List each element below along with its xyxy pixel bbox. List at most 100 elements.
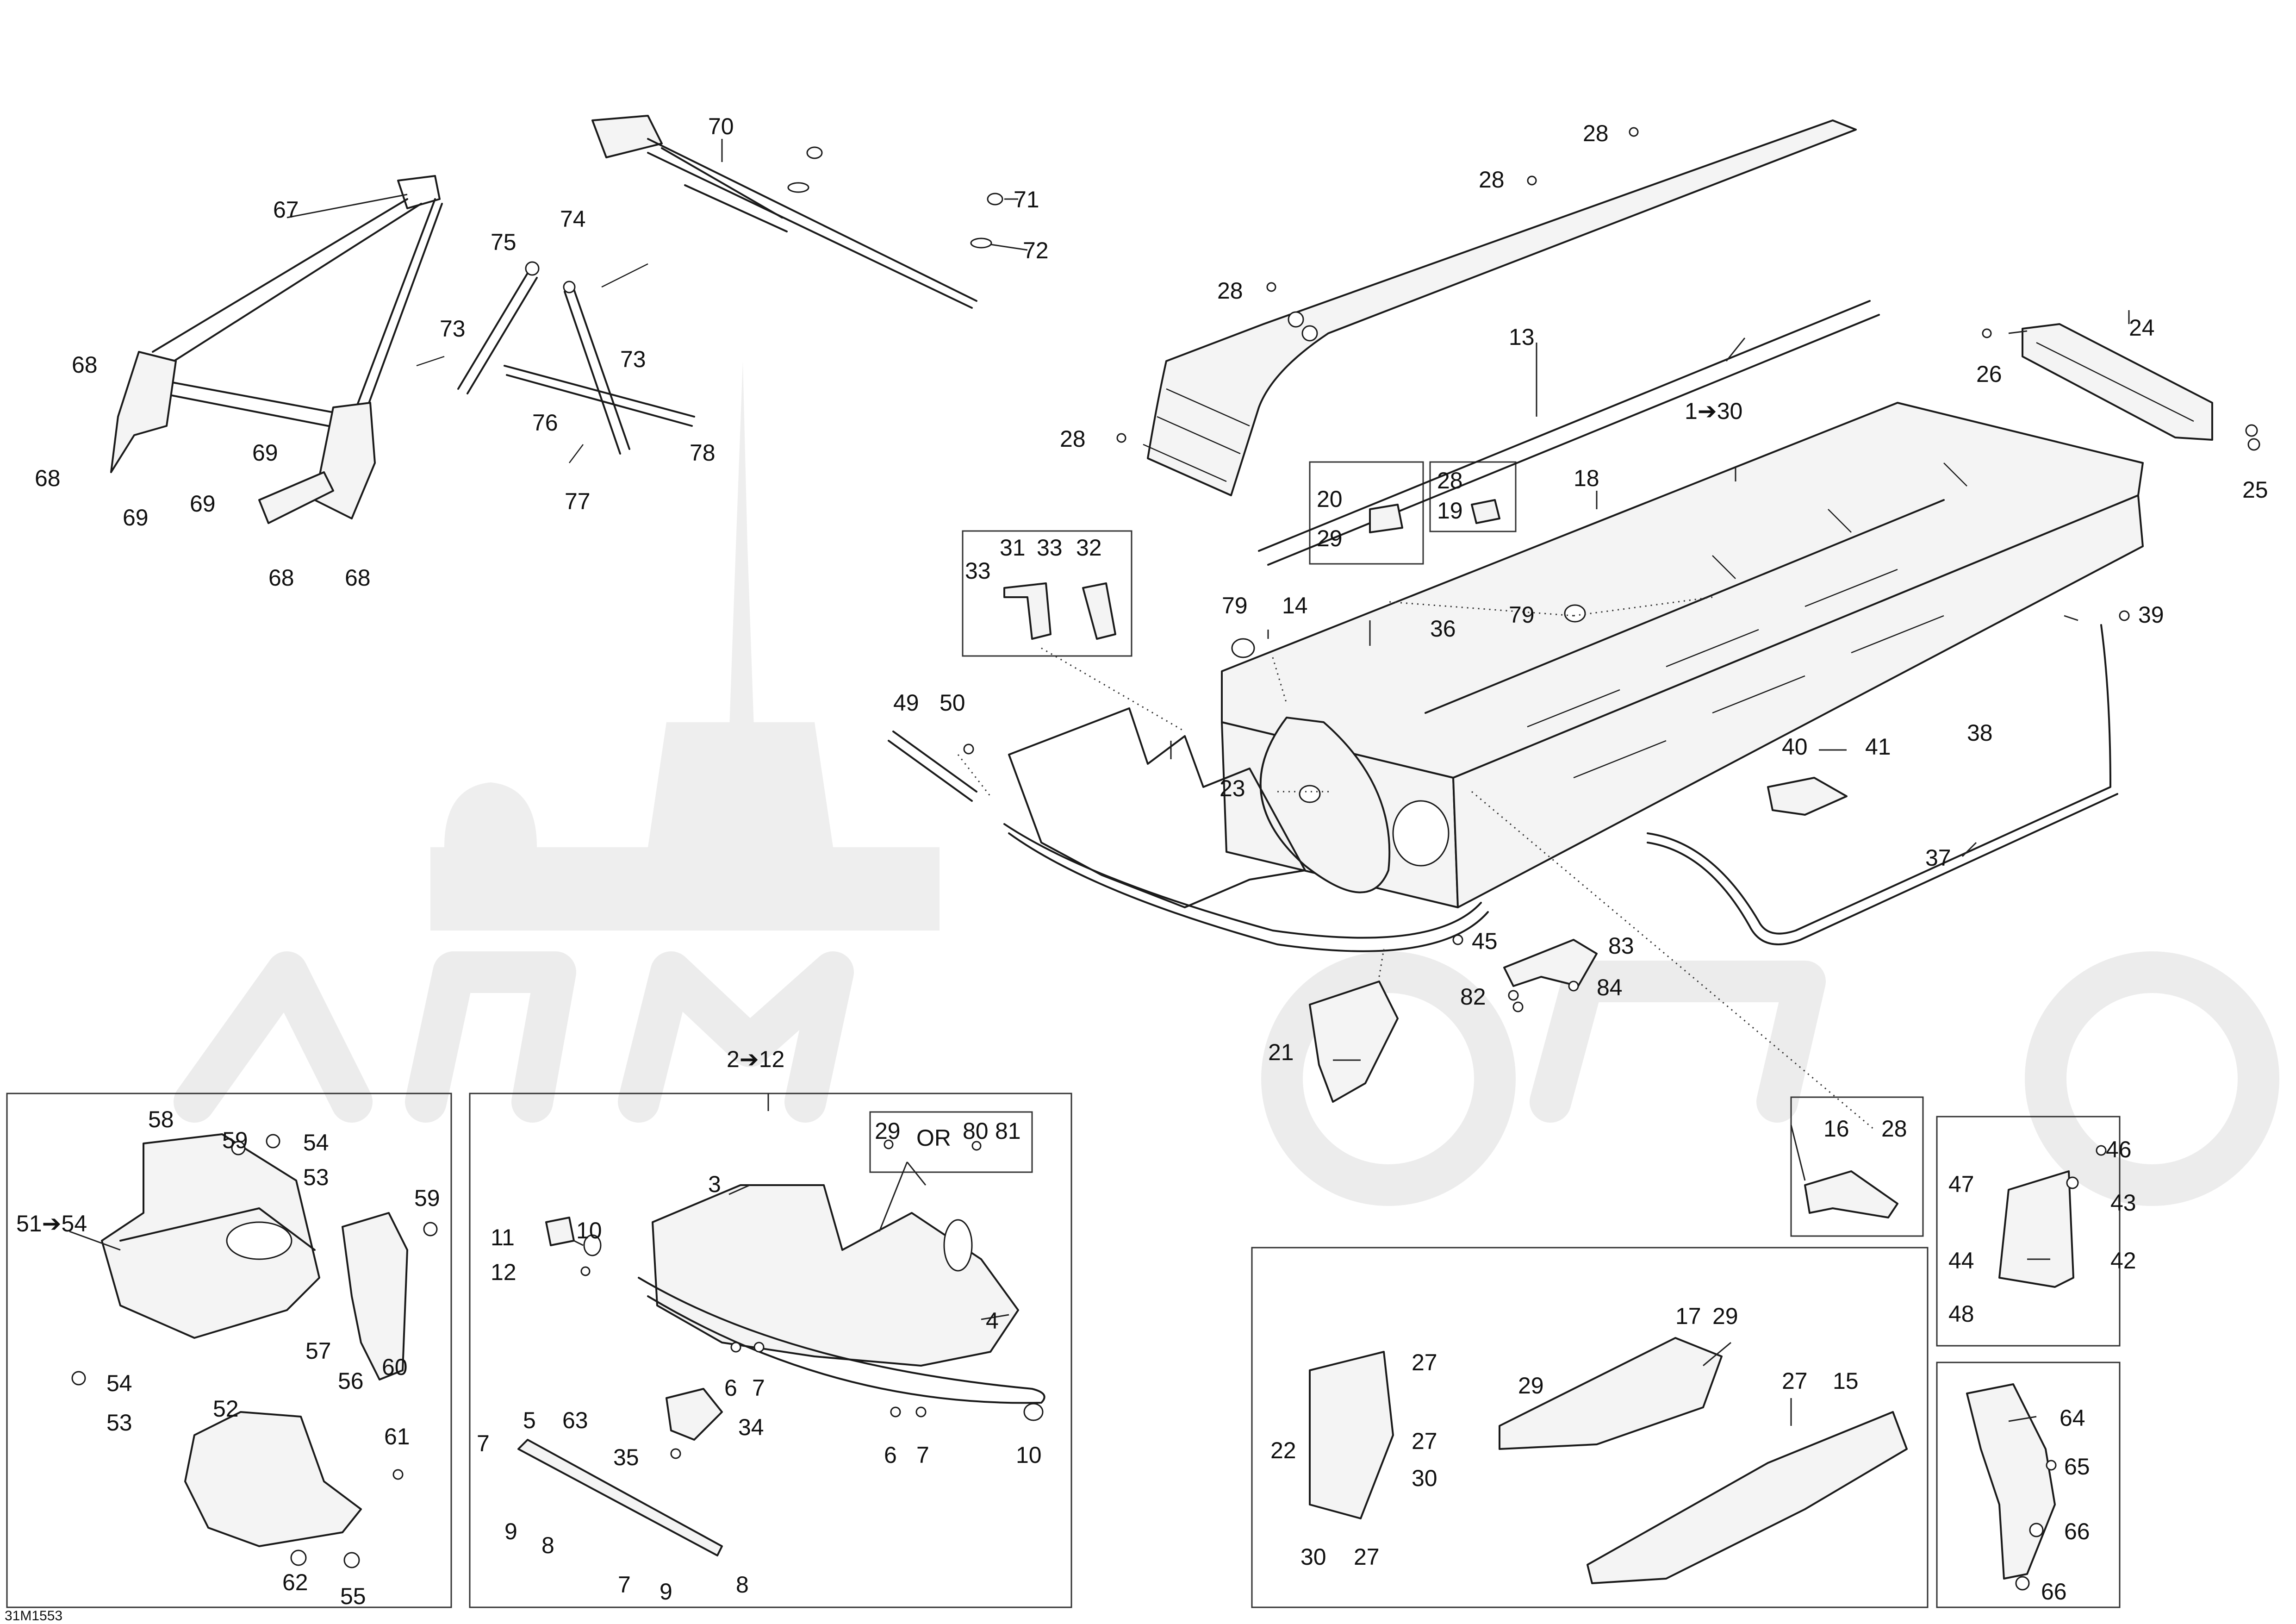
callout-30: 30 <box>1412 1465 1437 1491</box>
callout-29: 29 <box>1317 525 1343 551</box>
callout-78: 78 <box>690 440 716 466</box>
callout-42: 42 <box>2110 1248 2136 1274</box>
callout-2-12: 2➔12 <box>727 1046 784 1072</box>
part-5-rail <box>517 1439 723 1556</box>
part-22-panel <box>1309 1351 1394 1519</box>
callout-60: 60 <box>382 1354 408 1380</box>
callout-27: 27 <box>1354 1544 1380 1570</box>
callout-33: 33 <box>1037 535 1063 561</box>
rear-bumper-bar <box>2022 323 2213 441</box>
callout-35: 35 <box>613 1444 639 1470</box>
callout-66: 66 <box>2064 1518 2090 1544</box>
part-23-plug <box>1299 785 1321 803</box>
callout-8: 8 <box>736 1572 749 1598</box>
callout-82: 82 <box>1460 984 1486 1010</box>
callout-16: 16 <box>1823 1116 1849 1142</box>
callout-9: 9 <box>504 1518 517 1544</box>
tunnel-cover <box>1143 119 1857 496</box>
front-frame-assembly <box>545 1184 1045 1421</box>
box-side-panels <box>1251 1247 1929 1608</box>
callout-70: 70 <box>708 113 734 139</box>
callout-28: 28 <box>1583 120 1609 146</box>
callout-55: 55 <box>340 1583 366 1609</box>
part-17-panel <box>1499 1337 1723 1450</box>
callout-27: 27 <box>1412 1349 1437 1375</box>
callout-34: 34 <box>738 1414 764 1440</box>
part-16-bracket <box>1804 1170 1898 1218</box>
callout-40: 40 <box>1782 734 1808 760</box>
callout-29: 29 <box>1712 1303 1738 1329</box>
callout-49: 49 <box>893 690 919 716</box>
callout-68: 68 <box>345 565 371 591</box>
part-64-bracket <box>1966 1383 2056 1580</box>
callout-28: 28 <box>1437 468 1463 493</box>
callout-7: 7 <box>618 1572 631 1598</box>
hardware-fasteners <box>71 127 2260 1591</box>
callout-27: 27 <box>1782 1368 1808 1394</box>
front-bracket-assembly <box>101 1133 408 1380</box>
box-front-frame-assembly <box>469 1093 1072 1608</box>
callout-73: 73 <box>620 346 646 372</box>
callout-31: 31 <box>1000 535 1026 561</box>
callout-71: 71 <box>1014 187 1039 212</box>
part-21-bracket <box>1309 981 1399 1103</box>
part-83-bracket <box>1503 939 1598 987</box>
callout-labels: 67 68 68 69 69 69 68 68 70 71 72 75 74 7… <box>5 113 2268 1624</box>
callout-28: 28 <box>1881 1116 1907 1142</box>
main-front-frame <box>1003 707 1489 952</box>
box-fastener-or <box>869 1111 1033 1173</box>
callout-61: 61 <box>384 1424 410 1449</box>
callout-75: 75 <box>491 229 516 255</box>
callout-32: 32 <box>1076 535 1102 561</box>
callout-84: 84 <box>1597 974 1623 1000</box>
callout-33: 33 <box>965 558 991 584</box>
callout-28: 28 <box>1060 426 1086 452</box>
callout-29: 29 <box>1518 1373 1544 1399</box>
callout-24: 24 <box>2129 315 2155 341</box>
callout-18: 18 <box>1574 465 1599 491</box>
callout-1-30: 1➔30 <box>1685 398 1742 424</box>
box-parts-20-29 <box>1309 461 1424 565</box>
watermark <box>174 361 2279 1206</box>
callout-29: 29 <box>875 1118 901 1144</box>
callout-10: 10 <box>576 1218 602 1243</box>
part-49-rod <box>888 731 977 802</box>
callout-76: 76 <box>532 410 558 436</box>
callout-5: 5 <box>523 1407 536 1433</box>
support-rods <box>416 261 695 463</box>
callout-48: 48 <box>1948 1301 1974 1327</box>
callout-53: 53 <box>303 1164 329 1190</box>
box-parts-64-66 <box>1936 1362 2121 1608</box>
callout-6: 6 <box>724 1375 737 1401</box>
callout-10: 10 <box>1016 1442 1042 1468</box>
callout-26: 26 <box>1976 361 2002 387</box>
callout-19: 19 <box>1437 498 1463 524</box>
callout-77: 77 <box>565 488 591 514</box>
callout-68: 68 <box>268 565 294 591</box>
callout-54: 54 <box>303 1130 329 1156</box>
part-42-mount <box>1998 1170 2074 1288</box>
callout-20: 20 <box>1317 486 1343 512</box>
callout-22: 22 <box>1270 1437 1296 1463</box>
callout-62: 62 <box>282 1569 308 1595</box>
callout-7: 7 <box>477 1430 490 1456</box>
callout-45: 45 <box>1472 928 1498 954</box>
callout-69: 69 <box>190 491 216 517</box>
callout-15: 15 <box>1833 1368 1859 1394</box>
callout-64: 64 <box>2060 1405 2085 1431</box>
callout-37: 37 <box>1925 845 1951 871</box>
callout-65: 65 <box>2064 1454 2090 1480</box>
callout-69: 69 <box>252 440 278 466</box>
front-a-frame <box>110 175 443 524</box>
callout-43: 43 <box>2110 1190 2136 1216</box>
callout-59: 59 <box>222 1127 248 1153</box>
callout-or: OR <box>916 1125 951 1151</box>
callout-23: 23 <box>1220 775 1245 801</box>
part-20-clip <box>1369 504 1403 533</box>
callout-79: 79 <box>1222 593 1248 618</box>
callout-28: 28 <box>1479 167 1505 193</box>
callout-52: 52 <box>213 1396 239 1422</box>
callout-47: 47 <box>1948 1171 1974 1197</box>
callout-14: 14 <box>1282 593 1308 618</box>
